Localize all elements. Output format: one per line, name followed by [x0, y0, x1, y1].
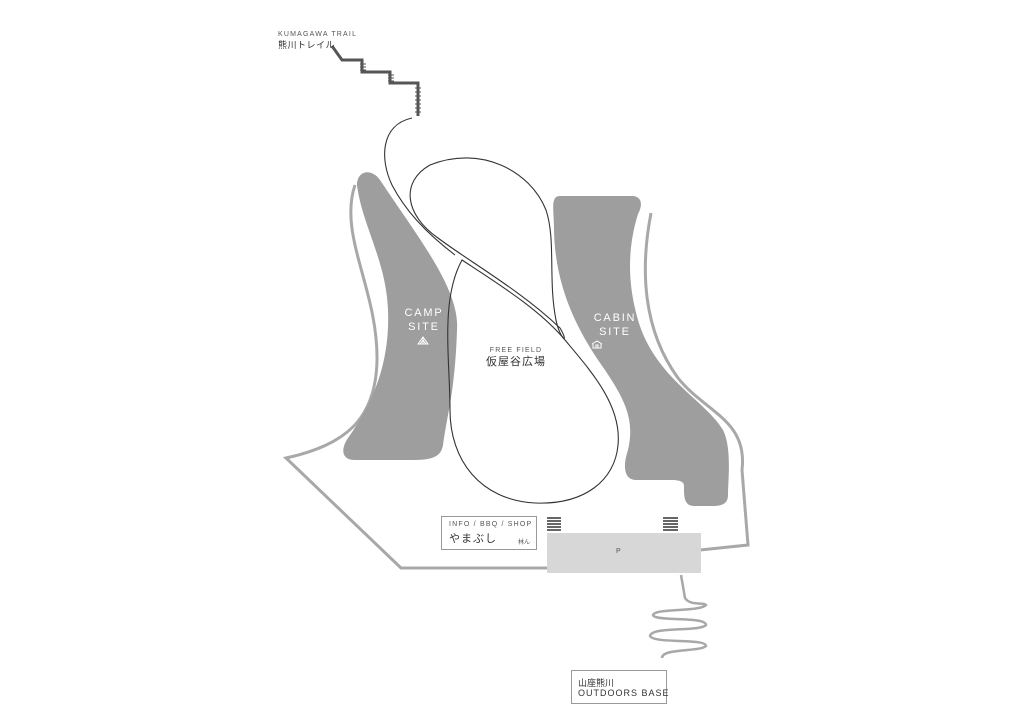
cabin-site-line2: SITE: [599, 326, 631, 338]
stairs-left: [547, 517, 561, 531]
info-small-logo: 林ん: [517, 540, 530, 546]
base-label-en: OUTDOORS BASE: [578, 688, 670, 698]
info-label-jp: やまぶし: [449, 533, 497, 545]
camp-site-label[interactable]: CAMP SITE: [394, 306, 454, 334]
free-field-label-en: FREE FIELD: [489, 347, 543, 354]
outdoors-base-box[interactable]: 山座熊川 OUTDOORS BASE: [571, 670, 670, 704]
camp-site-line2: SITE: [408, 321, 440, 333]
parking-label: P: [616, 548, 621, 555]
kumagawa-trail: [330, 45, 420, 116]
site-boundary-east: [643, 212, 750, 552]
cabin-icon: [591, 340, 603, 349]
free-field-path-lower: [447, 259, 619, 504]
stairs-right: [663, 517, 678, 531]
cabin-site-line1: CABIN: [593, 312, 637, 324]
cabin-site-area[interactable]: [553, 196, 729, 506]
free-field-label-jp[interactable]: 仮屋谷広場: [486, 356, 546, 368]
site-boundary: [282, 184, 548, 570]
parking-lot[interactable]: [547, 533, 701, 573]
info-bbq-shop-box[interactable]: INFO / BBQ / SHOP やまぶし 林ん: [441, 516, 537, 550]
tent-icon: [417, 336, 429, 345]
trail-access-path: [384, 117, 456, 256]
trail-label-en: KUMAGAWA TRAIL: [278, 31, 358, 38]
cabin-site-label[interactable]: CABIN SITE: [585, 311, 645, 339]
info-label-en: INFO / BBQ / SHOP: [449, 521, 533, 528]
camp-site-line1: CAMP: [404, 307, 444, 319]
path-to-base: [648, 574, 708, 659]
base-label-jp: 山座熊川: [578, 678, 615, 688]
trail-label-jp: 熊川トレイル: [278, 40, 336, 50]
trail-steps: [360, 63, 421, 113]
camp-site-area[interactable]: [343, 172, 458, 460]
